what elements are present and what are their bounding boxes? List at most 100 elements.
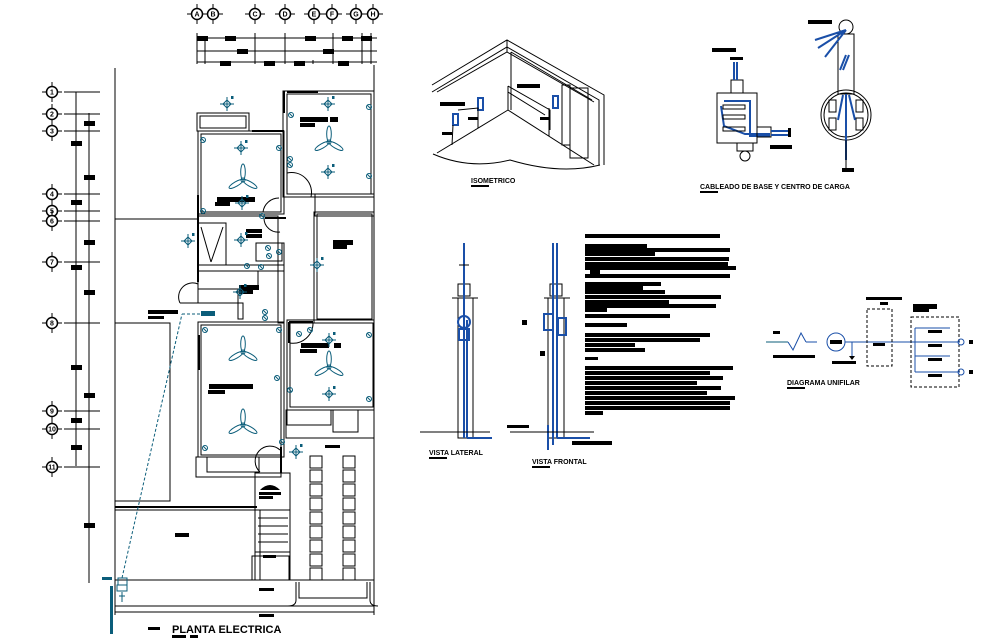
side-view — [420, 243, 492, 439]
patio-tile — [309, 525, 323, 539]
ceiling-lights — [181, 96, 336, 459]
axis-label: 2 — [50, 112, 54, 119]
base-wiring-detail — [712, 19, 872, 172]
service-feed — [102, 311, 215, 634]
note-text-line — [585, 248, 730, 252]
axis-label: 4 — [50, 192, 54, 199]
outlets — [200, 104, 372, 451]
note-text-line — [585, 234, 720, 238]
outlet-icon — [258, 264, 264, 270]
axis-label: E — [312, 12, 317, 19]
patio-tile — [309, 455, 323, 469]
ceiling-light-icon — [234, 140, 248, 155]
axis-label: F — [330, 12, 335, 19]
patio-tile — [309, 539, 323, 553]
single-line-title: DIAGRAMA UNIFILAR — [787, 380, 860, 387]
ceiling-light-icon — [234, 232, 248, 247]
outlet-icon — [366, 396, 372, 402]
outlet-icon — [274, 375, 280, 381]
patio-tile — [309, 567, 323, 581]
row-axis-3: 3 — [42, 121, 62, 141]
column-axis-g: G — [346, 4, 366, 24]
row-axis-11: 11 — [42, 457, 62, 477]
floor-plan — [114, 65, 379, 630]
ceiling-fan-icon — [228, 408, 258, 434]
note-text-line — [585, 411, 603, 415]
note-text-line — [585, 376, 723, 380]
axis-label: H — [370, 12, 375, 19]
note-text-line — [585, 244, 647, 248]
note-text-line — [585, 391, 707, 395]
isometric-view — [431, 39, 605, 170]
row-axis-8: 8 — [42, 313, 62, 333]
patio-tile — [309, 483, 323, 497]
specification-notes — [585, 234, 736, 415]
note-text-line — [585, 357, 598, 360]
outlet-icon — [296, 331, 302, 337]
outlet-icon — [279, 439, 285, 445]
row-axis-9: 9 — [42, 401, 62, 421]
patio-tile — [342, 469, 356, 483]
outlet-icon — [262, 315, 268, 321]
axis-label: A — [194, 12, 199, 19]
front-view-title: VISTA FRONTAL — [532, 459, 587, 466]
note-text-line — [585, 348, 645, 352]
note-text-line — [585, 338, 700, 342]
column-axis-f: F — [322, 4, 342, 24]
note-text-line — [585, 257, 729, 261]
row-axis-4: 4 — [42, 184, 62, 204]
outlet-icon — [287, 162, 293, 168]
note-text-line — [585, 396, 735, 400]
left-dimension-lines — [71, 92, 95, 583]
ceiling-light-icon — [321, 164, 335, 179]
note-text-line — [585, 295, 721, 299]
note-text-line — [585, 333, 710, 337]
ceiling-light-icon — [181, 233, 195, 248]
ceiling-light-icon — [322, 332, 336, 347]
note-text-line — [585, 343, 635, 347]
row-axis-10: 10 — [42, 419, 62, 439]
ceiling-fan-icon — [228, 335, 258, 361]
column-axis-a: A — [187, 4, 207, 24]
note-text-line — [585, 371, 710, 375]
outlet-icon — [262, 309, 268, 315]
patio-tile — [342, 539, 356, 553]
row-axis-6: 6 — [42, 211, 62, 231]
base-wiring-title: CABLEADO DE BASE Y CENTRO DE CARGA — [700, 184, 850, 191]
outlet-icon — [287, 387, 293, 393]
outlet-icon — [307, 327, 313, 333]
floor-plan-title: PLANTA ELECTRICA — [172, 624, 281, 636]
note-text-line — [585, 406, 730, 410]
patio-tile — [342, 483, 356, 497]
outlet-icon — [266, 253, 272, 259]
outlet-icon — [265, 245, 271, 251]
front-view — [507, 243, 612, 450]
ceiling-light-icon — [322, 386, 336, 401]
side-view-title: VISTA LATERAL — [429, 450, 484, 457]
patio-tile — [309, 511, 323, 525]
patio-tile — [342, 567, 356, 581]
ceiling-fans — [228, 125, 344, 434]
axis-label: 7 — [50, 260, 54, 267]
axis-label: G — [353, 12, 359, 19]
row-axis-7: 7 — [42, 252, 62, 272]
axis-label: 9 — [50, 409, 54, 416]
outlet-icon — [202, 327, 208, 333]
single-line-diagram — [766, 297, 973, 388]
ceiling-fan-icon — [228, 163, 258, 189]
row-axis-markers: 1234567891011 — [42, 82, 100, 477]
patio-tile — [342, 525, 356, 539]
ceiling-fan-icon — [314, 125, 344, 151]
patio-tile — [342, 553, 356, 567]
outlet-icon — [276, 249, 282, 255]
patio-tile — [309, 497, 323, 511]
axis-label: 10 — [48, 427, 56, 434]
patio-tile — [342, 511, 356, 525]
note-text-line — [590, 270, 600, 274]
note-text-line — [585, 366, 733, 370]
note-text-line — [585, 252, 655, 256]
column-axis-h: H — [363, 4, 383, 24]
note-text-line — [585, 266, 736, 270]
outlet-icon — [202, 445, 208, 451]
